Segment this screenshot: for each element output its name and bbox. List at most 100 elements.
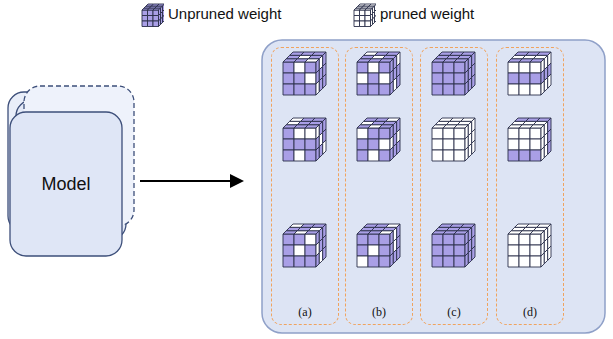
weight-cell	[283, 256, 294, 267]
weight-cell	[519, 245, 530, 256]
weight-cell	[305, 150, 316, 161]
weight-cell	[443, 128, 454, 139]
weight-cell	[323, 74, 326, 88]
weight-cell	[397, 246, 400, 260]
legend-swatch	[140, 3, 164, 27]
weight-cell	[454, 128, 465, 139]
weight-cell	[379, 150, 390, 161]
weight-cell	[530, 150, 541, 161]
weight-cell	[454, 245, 465, 256]
legend-entry: Unpruned weight	[162, 5, 281, 22]
weight-cell	[454, 84, 465, 95]
weight-cell	[454, 234, 465, 245]
weight-cell	[468, 77, 471, 91]
group-label: (a)	[272, 305, 338, 320]
weight-cell	[390, 81, 393, 95]
weight-cell	[541, 253, 544, 267]
weight-cell	[148, 21, 154, 27]
weight-cell	[465, 147, 468, 161]
weight-cell	[360, 10, 366, 16]
weight-cell	[368, 234, 379, 245]
weight-cell	[319, 143, 322, 157]
weight-cell	[530, 73, 541, 84]
weight-cell	[357, 62, 368, 73]
weight-cell	[544, 143, 547, 157]
weight-cell	[354, 16, 360, 22]
weight-cell	[283, 139, 294, 150]
weight-cell	[368, 62, 379, 73]
weight-cell	[530, 62, 541, 73]
weight-cell	[379, 234, 390, 245]
legend-text: pruned weight	[380, 5, 474, 22]
weight-cell	[375, 15, 377, 23]
weight-cell	[283, 234, 294, 245]
weight-cell	[294, 150, 305, 161]
weight-cell	[508, 73, 519, 84]
weight-cell	[316, 147, 319, 161]
weight-cell	[519, 62, 530, 73]
weight-cell	[368, 245, 379, 256]
weight-cell	[283, 84, 294, 95]
weight-cell	[283, 245, 294, 256]
weight-cell	[305, 84, 316, 95]
weight-cell	[508, 128, 519, 139]
model-label: Model	[41, 174, 90, 195]
weight-cell	[443, 245, 454, 256]
weight-cell	[148, 16, 154, 22]
pruned-panel	[262, 40, 605, 333]
weight-cell	[443, 139, 454, 150]
weight-cell	[432, 62, 443, 73]
weight-cell	[365, 16, 371, 22]
weight-cell	[368, 150, 379, 161]
weight-cell	[432, 150, 443, 161]
legend-swatch	[352, 3, 376, 27]
weight-cell	[519, 256, 530, 267]
weight-cell	[283, 73, 294, 84]
weight-cell	[432, 84, 443, 95]
weight-cell	[548, 140, 551, 154]
weight-cell	[432, 128, 443, 139]
weight-cell	[379, 256, 390, 267]
weight-cell	[368, 256, 379, 267]
weight-cell	[379, 84, 390, 95]
pruning-group: (b)	[345, 47, 413, 325]
weight-cell	[357, 256, 368, 267]
weight-cell	[508, 234, 519, 245]
weight-cell	[530, 139, 541, 150]
weight-cell	[294, 256, 305, 267]
weight-cell	[305, 128, 316, 139]
weight-cell	[379, 245, 390, 256]
weight-cell	[454, 256, 465, 267]
weight-cell	[465, 253, 468, 267]
weight-cell	[508, 256, 519, 267]
weight-cell	[443, 84, 454, 95]
weight-cell	[443, 234, 454, 245]
pruning-group: (c)	[420, 47, 488, 325]
weight-cell	[357, 139, 368, 150]
weight-cell	[530, 84, 541, 95]
weight-cell	[305, 234, 316, 245]
weight-cell	[294, 84, 305, 95]
weight-cell	[390, 253, 393, 267]
weight-cell	[305, 256, 316, 267]
weight-cell	[519, 139, 530, 150]
weight-cell	[142, 21, 148, 27]
weight-cell	[360, 21, 366, 27]
weight-cell	[294, 245, 305, 256]
weight-cell	[354, 21, 360, 27]
model-front	[10, 112, 122, 256]
weight-cell	[354, 10, 360, 16]
weight-cell	[465, 81, 468, 95]
weight-cell	[305, 73, 316, 84]
weight-cell	[519, 128, 530, 139]
weight-cell	[519, 234, 530, 245]
weight-cell	[454, 139, 465, 150]
weight-cell	[508, 245, 519, 256]
weight-cell	[323, 246, 326, 260]
weight-cell	[283, 128, 294, 139]
weight-cell	[357, 234, 368, 245]
weight-cell	[548, 74, 551, 88]
weight-cell	[379, 139, 390, 150]
legend-entry: pruned weight	[374, 5, 474, 22]
